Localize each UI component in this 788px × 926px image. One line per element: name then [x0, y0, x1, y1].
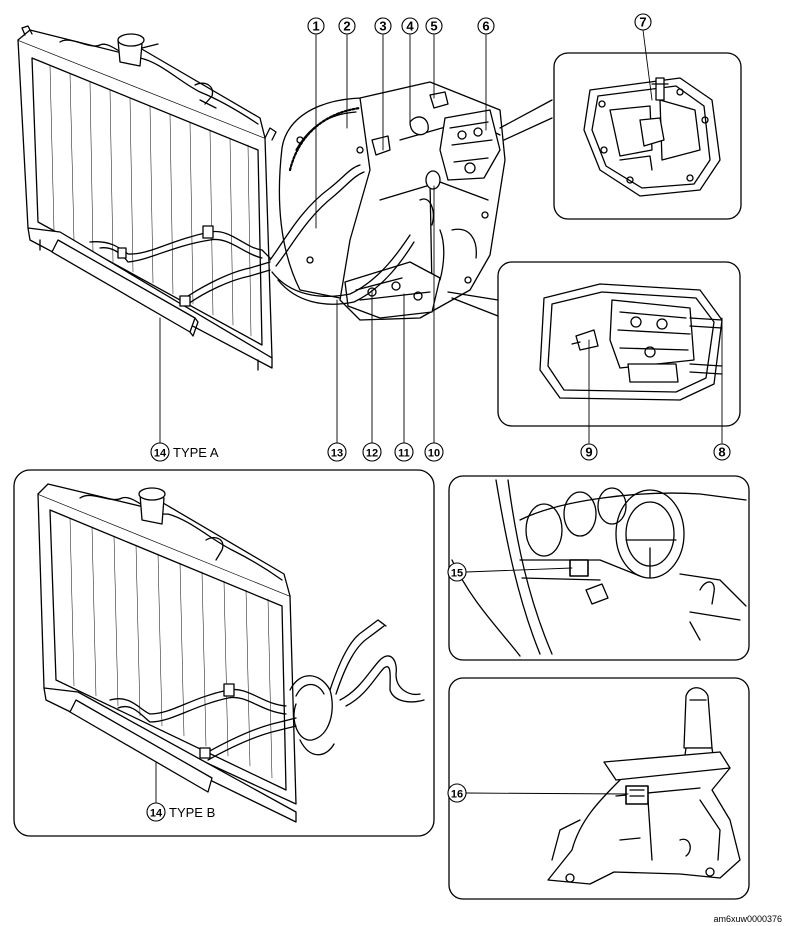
shifter-panel: [448, 677, 750, 900]
svg-text:16: 16: [451, 789, 463, 801]
svg-text:12: 12: [366, 448, 378, 460]
svg-text:4: 4: [406, 19, 414, 34]
automatic-transaxle: [269, 81, 506, 321]
svg-text:11: 11: [398, 448, 410, 460]
type-a-label: TYPE A: [173, 445, 219, 460]
svg-text:8: 8: [718, 445, 725, 460]
callout-10: 10: [424, 442, 444, 462]
callout-6: 6: [477, 17, 495, 35]
callout-9: 9: [580, 443, 598, 461]
callout-12: 12: [362, 442, 382, 462]
image-code: am6xuw0000376: [713, 914, 782, 924]
callout-5: 5: [425, 17, 443, 35]
callout-16: 16: [447, 783, 467, 803]
callout-3: 3: [374, 17, 392, 35]
svg-text:14: 14: [150, 808, 163, 820]
svg-text:2: 2: [343, 19, 350, 34]
callout-13: 13: [327, 442, 347, 462]
svg-text:5: 5: [430, 19, 437, 34]
radiator-type-a: [17, 25, 277, 371]
callout-7: 7: [634, 13, 652, 31]
inset-valve-body-lower: [447, 261, 741, 427]
callout-11: 11: [394, 442, 414, 462]
svg-text:10: 10: [428, 448, 440, 460]
callout-14-type-b: 14: [146, 802, 166, 822]
leader-lines: [155, 29, 723, 803]
callout-14-type-a: 14: [150, 442, 170, 462]
callout-4: 4: [401, 17, 419, 35]
callout-2: 2: [338, 17, 356, 35]
callout-markers: 1 2 3 4 5 6 7 8 9 10 11 12 13 14 14: [146, 13, 731, 822]
callout-8: 8: [713, 443, 731, 461]
svg-text:7: 7: [639, 15, 646, 30]
dashboard-panel: [448, 475, 750, 661]
svg-text:14: 14: [154, 448, 167, 460]
type-b-label: TYPE B: [169, 805, 215, 820]
svg-text:9: 9: [585, 445, 592, 460]
radiator-type-b-panel: [13, 469, 435, 837]
svg-text:3: 3: [379, 19, 386, 34]
svg-text:13: 13: [331, 448, 343, 460]
svg-text:6: 6: [482, 19, 489, 34]
svg-text:15: 15: [451, 568, 463, 580]
inset-valve-body-upper: [499, 52, 742, 220]
callout-1: 1: [307, 17, 325, 35]
callout-15: 15: [447, 562, 467, 582]
svg-text:1: 1: [312, 19, 319, 34]
